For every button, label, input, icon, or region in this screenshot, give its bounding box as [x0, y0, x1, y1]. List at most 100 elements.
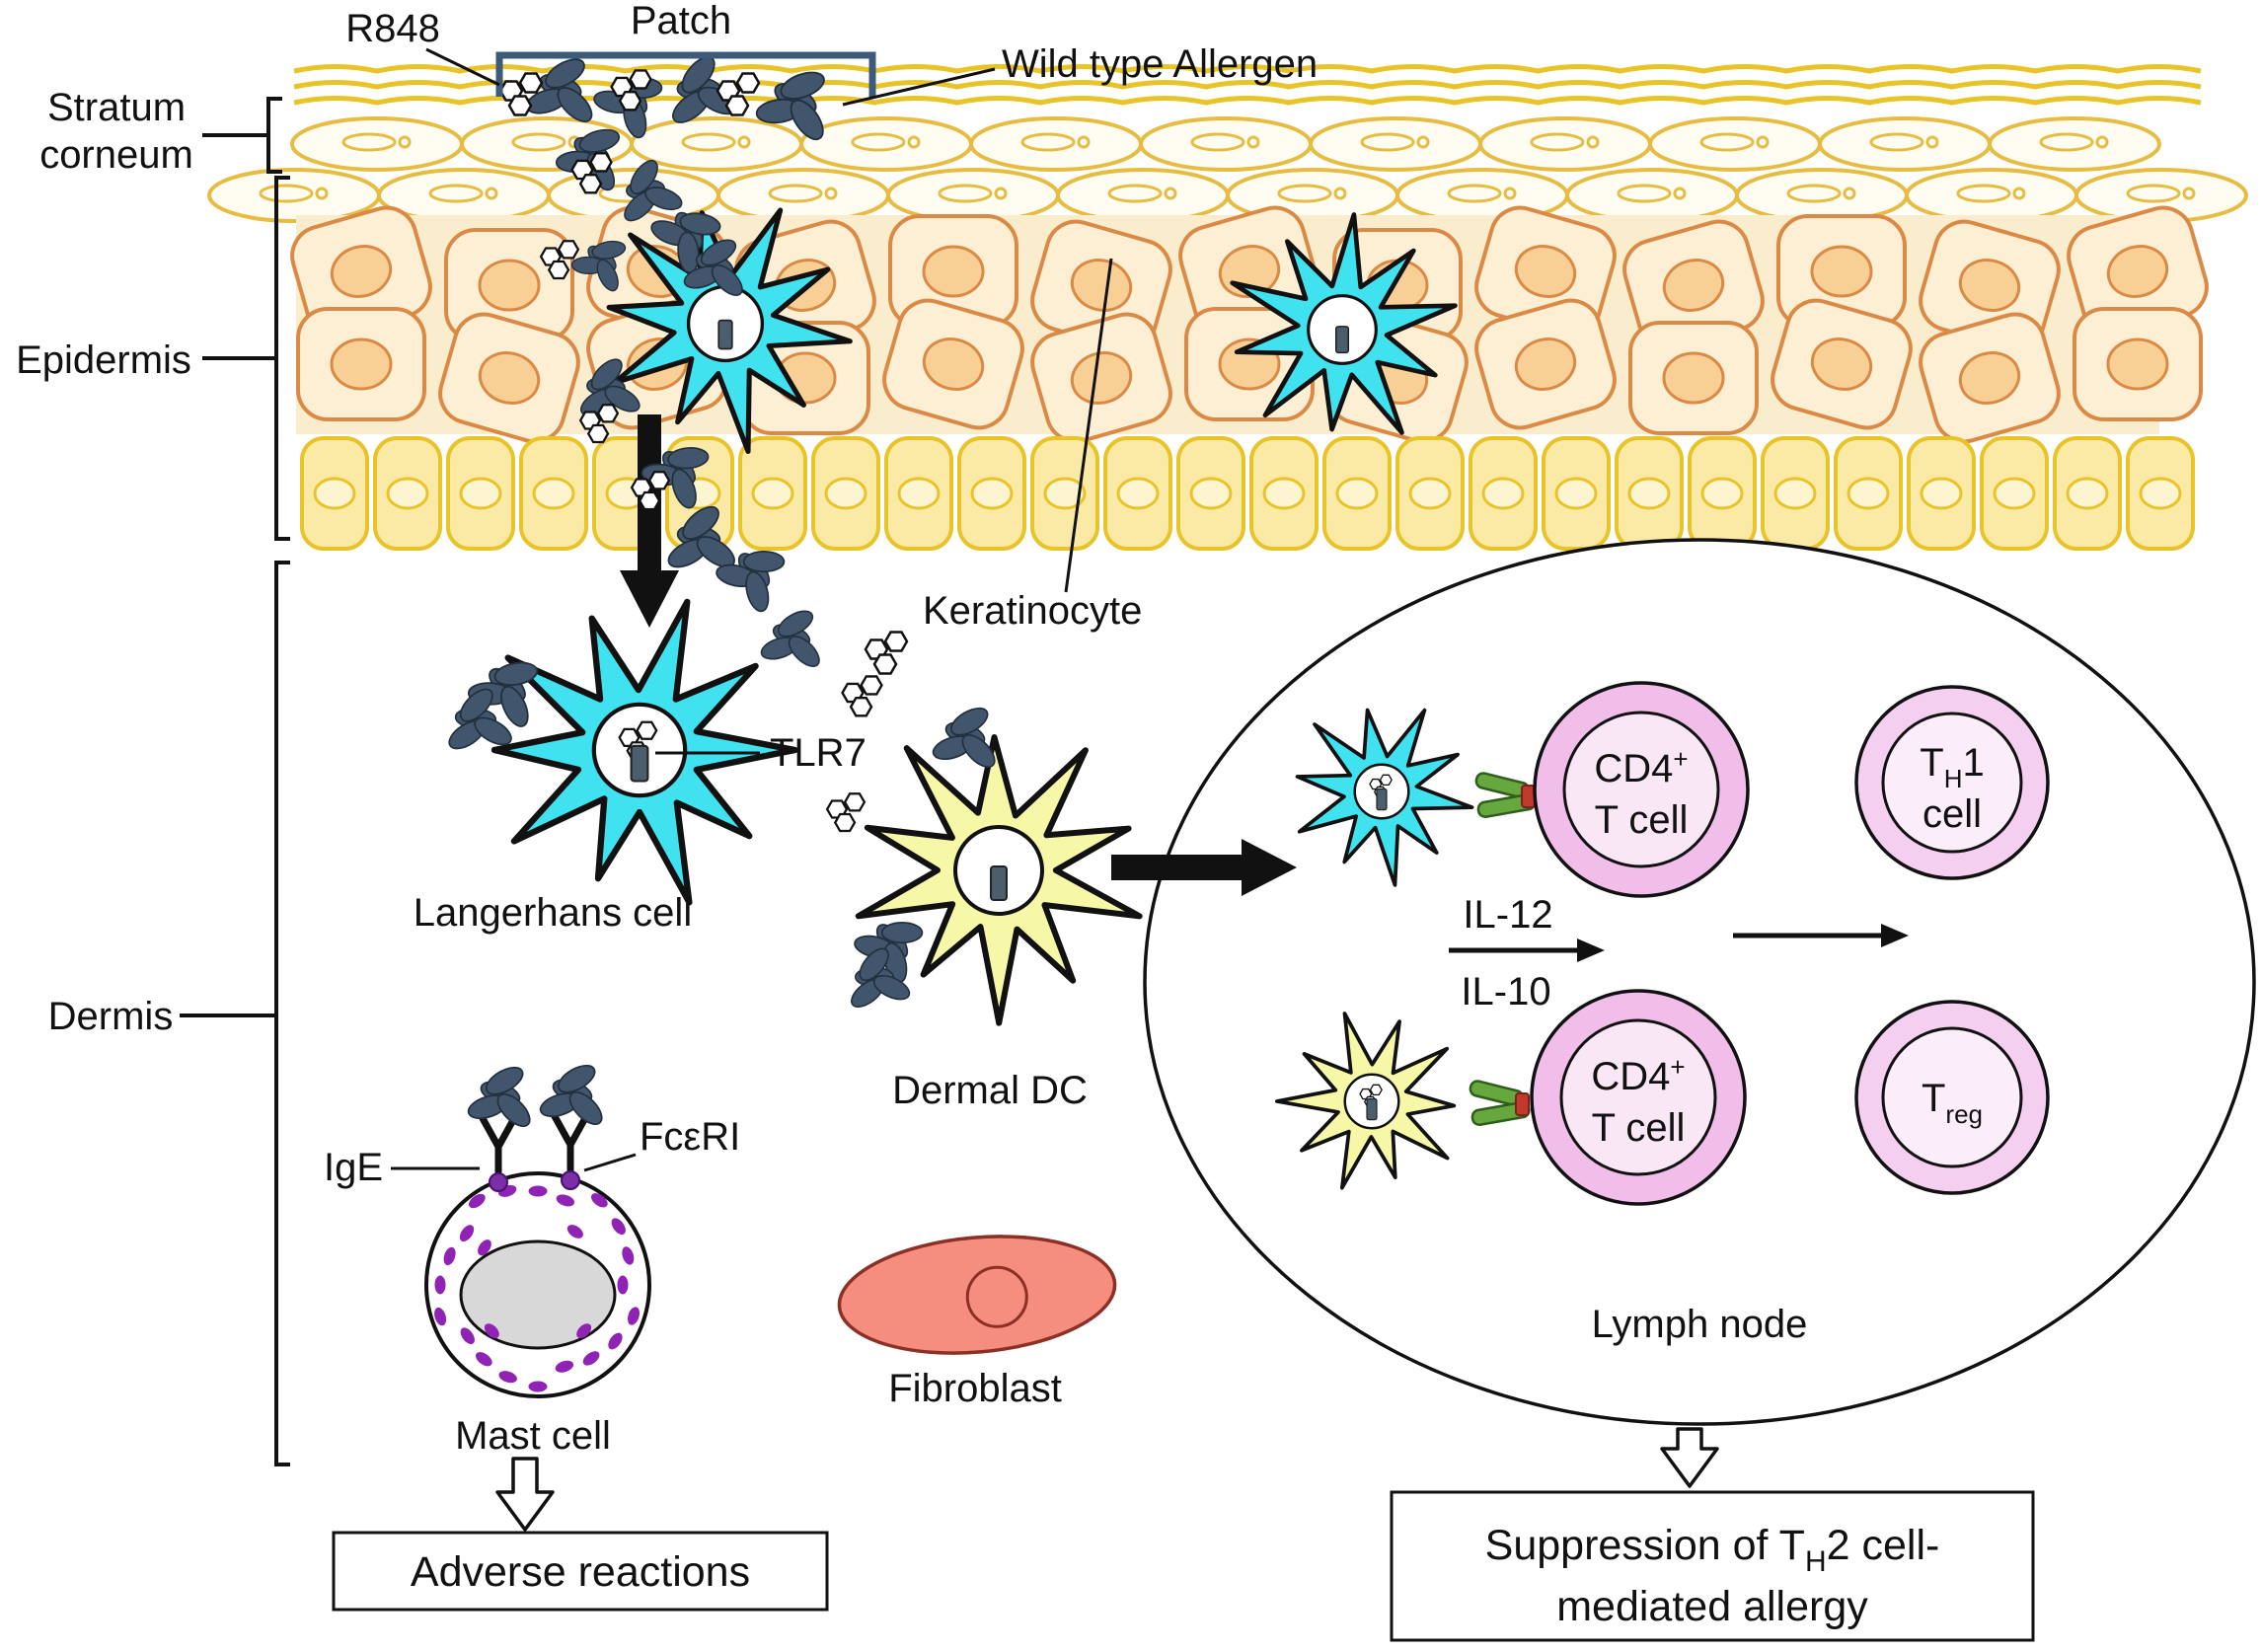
corneocyte: [1056, 168, 1230, 223]
treg-label: Treg: [1922, 1077, 1983, 1129]
ellipse-shape: [679, 212, 721, 236]
dermal-dc-label: Dermal DC: [892, 1069, 1088, 1112]
adverse-reactions-label: Adverse reactions: [411, 1548, 750, 1596]
corneocyte: [1905, 168, 2078, 223]
granule: [443, 1246, 456, 1266]
corneocyte: [1309, 116, 1482, 172]
polygon-shape: [618, 91, 642, 112]
dermis-bracket: [274, 561, 290, 1466]
patch-label: Patch: [631, 0, 731, 42]
ellipse-shape: [1905, 168, 2078, 223]
cell-nucleus: [1307, 294, 1378, 365]
ellipse-shape: [1070, 351, 1133, 405]
r848-label: R848: [345, 7, 440, 50]
stratum-corneum-label-line2: corneum: [39, 133, 193, 177]
polygon-shape: [860, 675, 883, 696]
ellipse-shape: [1662, 351, 1725, 405]
cell-nucleus: [953, 825, 1044, 916]
ellipse-shape: [922, 338, 985, 391]
ellipse-shape: [2126, 184, 2181, 203]
cell-nucleus: [591, 702, 688, 798]
polygon-shape: [872, 653, 898, 675]
ellipse-shape: [1447, 184, 1502, 203]
circle-shape: [907, 135, 921, 149]
basal-cell: [1907, 436, 1976, 551]
ellipse-shape: [682, 505, 719, 540]
ellipse-shape: [496, 1093, 531, 1127]
ellipse-shape: [897, 477, 941, 510]
polygon-shape: [849, 697, 873, 717]
basal-cell: [1615, 436, 1684, 551]
ellipse-shape: [386, 477, 429, 510]
allergen-particle: [760, 610, 820, 667]
ellipse-shape: [667, 447, 710, 470]
cd4-bottom-label: CD4+: [1591, 1052, 1685, 1098]
ellipse-shape: [1020, 132, 1076, 152]
allergen-particle: [683, 239, 743, 296]
ellipse-shape: [1107, 184, 1163, 203]
differentiation-arrow-head: [1881, 924, 1909, 947]
keratinocyte-cell: [1030, 312, 1172, 444]
ellipse-shape: [259, 184, 314, 203]
ellipse-shape: [1846, 477, 1890, 510]
keratinocyte-cell: [1474, 298, 1617, 430]
stratum-corneum-bracket: [266, 97, 282, 174]
circle-shape: [1416, 135, 1430, 149]
corneocyte: [886, 168, 1060, 223]
circle-shape: [1333, 187, 1347, 200]
ellipse-shape: [696, 536, 735, 568]
fceri-receptor: [539, 1064, 603, 1190]
r848-pointer-line: [425, 47, 500, 87]
granule: [556, 1194, 575, 1207]
mast-cell-receptors: [467, 1064, 603, 1192]
ellipse-shape: [751, 477, 794, 510]
mhc-tcr-connector: [1474, 772, 1537, 819]
ellipse-shape: [2106, 338, 2169, 391]
basal-cell: [1761, 436, 1830, 551]
allergen-particle: [932, 707, 996, 768]
epidermis-bracket: [274, 176, 290, 541]
corneocyte: [1735, 168, 1909, 223]
ellipse-shape: [961, 734, 996, 768]
tlr7-rod: [717, 319, 733, 350]
polygon-shape: [1379, 774, 1393, 787]
basal-cell: [884, 436, 953, 551]
keratinocyte-cell: [1776, 214, 1907, 329]
wild-type-allergen-label: Wild type Allergen: [1002, 42, 1318, 86]
keratinocyte-cell: [2067, 205, 2209, 338]
allergen-particle: [579, 358, 641, 416]
dendritic-cell: [855, 734, 1143, 1026]
polygon-shape: [636, 720, 658, 740]
epidermal-langerhans-cells: [606, 207, 1458, 454]
r848-molecule: [539, 240, 580, 280]
circle-shape: [737, 135, 751, 149]
circle-shape: [1673, 187, 1687, 200]
basal-cell: [738, 436, 807, 551]
corneocyte: [630, 116, 803, 172]
granule: [434, 1307, 447, 1326]
corneocyte: [207, 168, 381, 223]
mast-cell-granules: [434, 1184, 641, 1392]
ellipse-shape: [1869, 132, 1924, 152]
fibroblast-body: [837, 1235, 1117, 1355]
ellipse-shape: [711, 264, 743, 296]
ellipse-shape: [1309, 116, 1482, 172]
corneocyte: [1565, 168, 1739, 223]
basal-cell: [957, 436, 1026, 551]
ellipse-shape: [474, 716, 512, 746]
polygon-shape: [843, 792, 867, 812]
circle-shape: [1077, 135, 1091, 149]
ellipse-shape: [578, 128, 621, 153]
tlr7-rod: [1334, 326, 1350, 354]
ellipse-shape: [671, 468, 697, 509]
adverse-outcome-arrow: [495, 1457, 555, 1532]
cd4-tcell-bottom-inner: [1559, 1018, 1717, 1176]
suppression-label-line2: mediated allergy: [1556, 1583, 1868, 1630]
fceri-label: FcεRI: [640, 1115, 740, 1159]
ellipse-shape: [341, 132, 397, 152]
ellipse-shape: [886, 168, 1060, 223]
th1-label-line2: cell: [1922, 792, 1982, 836]
corneocyte: [1139, 116, 1313, 172]
ellipse-shape: [644, 187, 683, 211]
ellipse-shape: [1773, 477, 1817, 510]
